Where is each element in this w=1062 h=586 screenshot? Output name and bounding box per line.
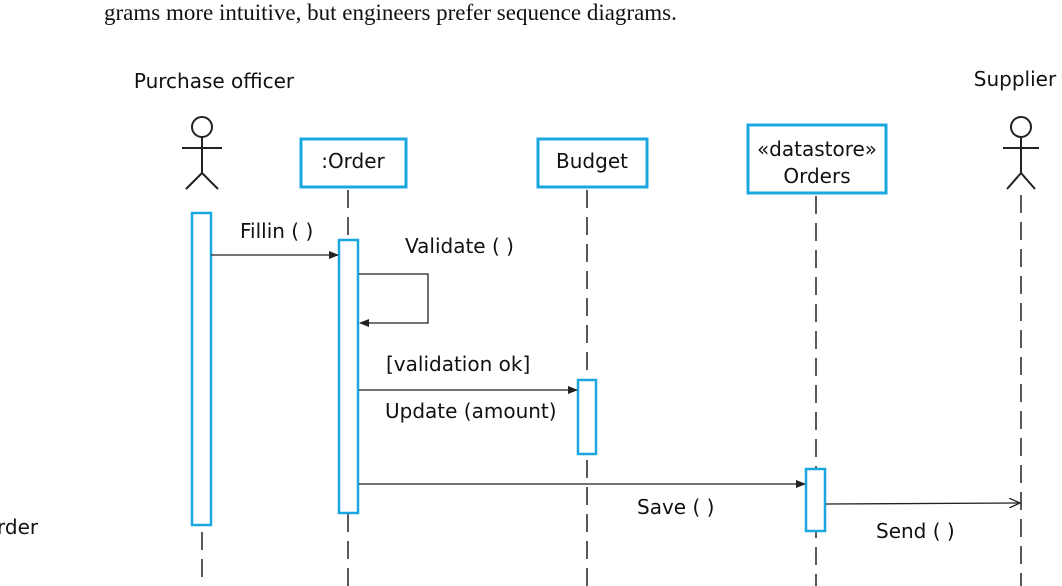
orders-datastore-box (746, 123, 888, 195)
send-message-arrow (825, 503, 1020, 504)
validation-guard-label: [validation ok] (386, 352, 530, 376)
caption-text: grams more intuitive, but engineers pref… (104, 0, 677, 25)
datastore-stereotype-label: «datastore» (757, 137, 877, 161)
fillin-message-label: Fillin ( ) (240, 219, 313, 243)
purchase-officer-actor-icon (182, 116, 222, 190)
update-message-label: Update (amount) (385, 399, 557, 423)
send-message-label: Send ( ) (876, 519, 955, 543)
orders-datastore-activation-bar (804, 467, 827, 533)
validate-message-label: Validate ( ) (405, 234, 514, 258)
budget-object-label: Budget (556, 149, 628, 173)
margin-label-fragment: rder (0, 515, 39, 539)
budget-activation-bar (576, 378, 598, 456)
order-object-label: :Order (321, 149, 385, 173)
datastore-name-label: Orders (783, 164, 850, 188)
save-message-label: Save ( ) (637, 495, 714, 519)
purchase-officer-label: Purchase officer (134, 69, 295, 93)
order-object-box (299, 137, 408, 189)
order-activation-bar (337, 238, 360, 515)
validate-self-message-arrow (359, 273, 429, 327)
supplier-label: Supplier (974, 67, 1057, 91)
supplier-actor-icon (1003, 116, 1039, 190)
purchase-officer-activation-bar (190, 211, 213, 527)
budget-object-box (536, 137, 649, 189)
